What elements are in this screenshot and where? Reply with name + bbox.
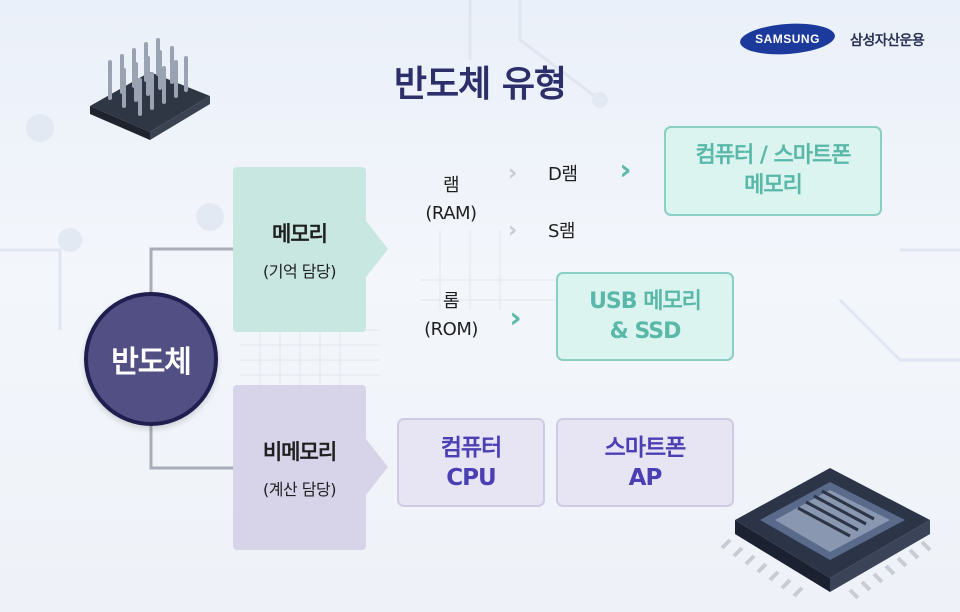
rom-usage-box: USB 메모리 & SSD [556,272,734,361]
rom-usage-line2: & SSD [609,318,682,344]
root-node: 반도체 [84,292,218,426]
sram-label: S램 [548,221,576,242]
chip-pins-icon [90,38,210,140]
rom-usage-line1: USB 메모리 [589,288,702,314]
ram-usage-line2: 메모리 [744,173,803,198]
memory-subtitle: (기억 담당) [263,261,336,281]
ap-line2: AP [628,464,663,491]
ap-line1: 스마트폰 [604,434,687,461]
cpu-box: 컴퓨터 CPU [397,418,545,507]
cpu-line1: 컴퓨터 [440,434,502,461]
logo-text: SAMSUNG [755,32,820,46]
rom-label-line1: 롬 [442,291,460,312]
rom-label: 롬 (ROM) [406,288,496,344]
ap-box: 스마트폰 AP [556,418,734,507]
nonmemory-category-box: 비메모리 (계산 담당) [233,385,366,550]
nonmemory-title: 비메모리 [262,439,337,464]
nonmemory-subtitle: (계산 담당) [263,479,336,499]
connector-lines [149,247,233,470]
ram-usage-line1: 컴퓨터 / 스마트폰 [695,143,851,168]
cpu-line2: CPU [446,464,496,491]
memory-title: 메모리 [272,221,328,246]
ram-usage-box: 컴퓨터 / 스마트폰 메모리 [664,126,882,216]
nonmemory-arrow [366,439,388,495]
brand-name: 삼성자산운용 [850,33,925,49]
samsung-logo: SAMSUNG [739,20,836,58]
ram-label: 램 (RAM) [406,172,496,228]
dram-label: D램 [548,164,578,185]
memory-category-box: 메모리 (기억 담당) [233,167,366,332]
rom-label-line2: (ROM) [424,319,478,340]
ram-label-line2: (RAM) [425,203,477,224]
chip-package-icon [720,468,932,600]
memory-arrow [366,221,388,277]
page-title: 반도체 유형 [393,64,567,105]
ram-label-line1: 램 [442,175,460,196]
